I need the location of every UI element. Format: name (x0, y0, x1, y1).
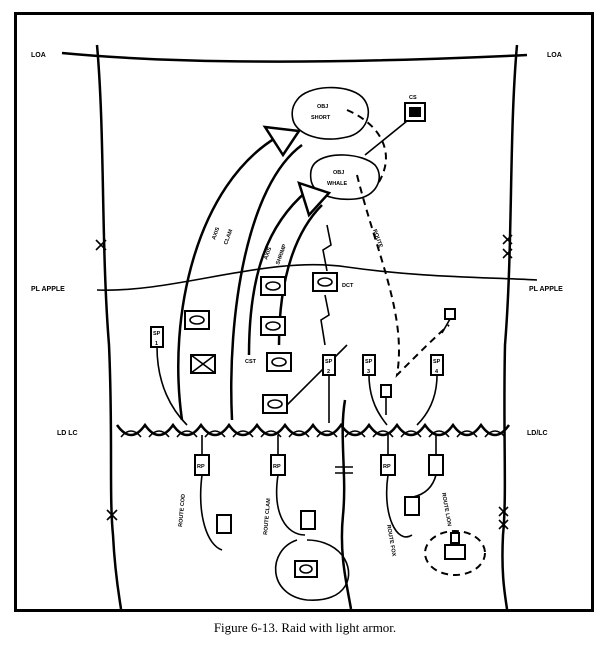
route-fox-group: RP ROUTE FOX (380, 435, 420, 557)
route-dashed-label: ROUTE (371, 229, 383, 249)
boundary-marker-left-bottom (106, 509, 118, 521)
sp-2-label: SP (325, 359, 333, 365)
ld-lc-label-left: LD LC (57, 430, 78, 437)
pl-apple-label-right: PL APPLE (529, 286, 563, 293)
axis-clam-label-2: CLAM (223, 228, 234, 245)
sp-flag-4: SP 4 (416, 354, 444, 426)
marker-near-ld (380, 384, 392, 415)
ld-lc-label-right: LD/LC (527, 430, 548, 437)
sp-flag-1: SP 1 (150, 326, 188, 426)
sp-flag-2: SP 2 (322, 354, 336, 423)
figure-caption: Figure 6-13. Raid with light armor. (213, 620, 397, 635)
cs-unit-symbol: CS (364, 95, 426, 156)
lead-unit-ld (262, 344, 348, 414)
dct-label: DCT (342, 283, 354, 289)
cst-label: CST (245, 359, 257, 365)
sp-4-number: 4 (435, 369, 439, 375)
raid-diagram: LOA LOA PL APPLE PL APPLE LD LC LD/LC OB… (31, 44, 563, 609)
obj-whale-label-1: OBJ (333, 170, 344, 176)
route-clam-label: ROUTE CLAM (263, 498, 272, 535)
dct-arrow-up (322, 224, 332, 272)
rp-3-label: RP (383, 464, 391, 470)
sp-4-label: SP (433, 359, 441, 365)
sp-flag-3: SP 3 (362, 354, 388, 426)
sp-2-number: 2 (327, 369, 330, 375)
axis-clam-arrow (177, 135, 278, 421)
boundary-marker-right-top (502, 234, 513, 259)
axis-clam-label-1: AXIS (211, 226, 221, 240)
armor-unit-3 (260, 316, 286, 336)
axis-shrimp-label-1: AXIS (263, 246, 273, 260)
route-lion-label: ROUTE LION (440, 492, 452, 526)
right-boundary-line (501, 44, 519, 609)
dct-unit-symbol: DCT (312, 272, 354, 292)
armor-unit-1 (184, 310, 210, 330)
sp-1-label: SP (153, 331, 161, 337)
route-lion-group: ROUTE LION (412, 435, 486, 576)
dct-arrow-down (320, 294, 330, 346)
sp-1-number: 1 (155, 341, 158, 347)
ld-lc-line (115, 422, 511, 437)
cs-label: CS (409, 95, 417, 101)
objective-whale: OBJ WHALE (309, 154, 380, 201)
boundary-marker-right-bottom (498, 506, 509, 530)
diagram-frame: LOA LOA PL APPLE PL APPLE LD LC LD/LC OB… (14, 12, 594, 612)
loa-line (61, 51, 528, 63)
route-cod-group: RP ROUTE COD (178, 435, 232, 551)
route-cod-label: ROUTE COD (178, 494, 187, 527)
cst-unit-symbol: CST (245, 352, 292, 372)
obj-whale-label-2: WHALE (327, 181, 347, 187)
pl-apple-line (96, 263, 538, 291)
axis-shrimp-arrowhead (297, 181, 332, 218)
sp-3-number: 3 (367, 369, 370, 375)
route-fox-label: ROUTE FOX (385, 524, 397, 557)
rp-marker-dashed (441, 308, 456, 334)
objective-short: OBJ SHORT (291, 86, 370, 140)
support-unit-x (190, 354, 216, 374)
axis-clam-arrow-inner (230, 143, 303, 421)
axis-shrimp-arrow (247, 190, 308, 356)
assembly-area-dashed (424, 530, 486, 576)
sp-3-label: SP (365, 359, 373, 365)
axis-clam-arrowhead (262, 125, 302, 158)
pl-apple-label-left: PL APPLE (31, 286, 65, 293)
armor-unit-2 (260, 276, 286, 296)
obj-short-label-1: OBJ (317, 104, 328, 110)
assembly-area-closed (274, 539, 350, 601)
left-boundary-line (95, 44, 123, 609)
rp-1-label: RP (197, 464, 205, 470)
loa-label-right: LOA (547, 52, 562, 59)
dashed-withdrawal-route (346, 109, 450, 378)
route-clam-group: RP ROUTE CLAM (263, 435, 350, 601)
boundary-marker-left-top (95, 239, 107, 251)
obj-short-label-2: SHORT (311, 115, 331, 121)
ld-lc-scallops (120, 430, 506, 438)
rp-2-label: RP (273, 464, 281, 470)
loa-label-left: LOA (31, 52, 46, 59)
axis-shrimp-label-2: SHRIMP (275, 243, 288, 265)
